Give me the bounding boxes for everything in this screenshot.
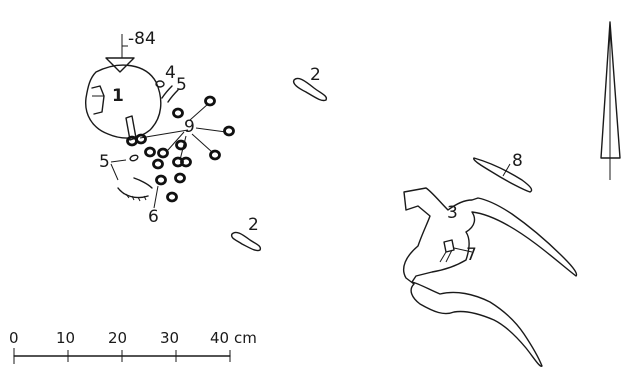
feature-2-upper-label: 2 xyxy=(310,65,321,85)
feature-4: 4 xyxy=(155,63,176,88)
feature-8: 8 xyxy=(473,151,533,193)
feature-5-lower: 5 xyxy=(99,152,153,202)
depth-label: -84 xyxy=(128,29,156,49)
bead xyxy=(204,95,216,107)
feature-2-upper: 2 xyxy=(292,65,328,102)
feature-5-upper-label: 5 xyxy=(176,75,187,95)
bead xyxy=(135,133,147,145)
bead xyxy=(152,158,164,170)
scale-tick-40: 40 xyxy=(210,329,229,347)
feature-1-label: 1 xyxy=(112,86,124,106)
bead xyxy=(209,149,221,161)
bead xyxy=(166,191,178,203)
bead xyxy=(126,135,138,147)
feature-7-label: 7 xyxy=(466,245,477,265)
feature-9-label: 9 xyxy=(184,117,195,137)
bead xyxy=(174,172,186,184)
bead xyxy=(180,156,192,168)
bead xyxy=(175,139,187,151)
feature-5-upper: 5 xyxy=(161,75,187,103)
bead xyxy=(172,107,184,119)
feature-8-label: 8 xyxy=(512,151,523,171)
feature-2-lower-label: 2 xyxy=(248,215,259,235)
scale-tick-30: 30 xyxy=(160,329,179,347)
bead xyxy=(157,147,169,159)
north-arrow-icon xyxy=(600,21,621,180)
scale-tick-20: 20 xyxy=(108,329,127,347)
bead xyxy=(223,125,235,137)
scale-tick-10: 10 xyxy=(56,329,75,347)
feature-5-lower-label: 5 xyxy=(99,152,110,172)
feature-3: 3 xyxy=(402,187,578,367)
bead xyxy=(144,146,156,158)
feature-3-label: 3 xyxy=(447,203,458,223)
feature-9: 9 xyxy=(126,95,235,203)
feature-1: 1 xyxy=(85,64,162,141)
feature-6-label: 6 xyxy=(148,207,159,227)
scale-unit: cm xyxy=(234,329,257,347)
feature-6: 6 xyxy=(148,185,159,227)
feature-7: 7 xyxy=(439,239,477,265)
bead xyxy=(155,174,167,186)
scale-tick-0: 0 xyxy=(9,329,19,347)
scale-bar: 0 10 20 30 40 cm xyxy=(9,329,257,364)
feature-2-lower: 2 xyxy=(230,215,262,252)
feature-4-label: 4 xyxy=(165,63,176,83)
